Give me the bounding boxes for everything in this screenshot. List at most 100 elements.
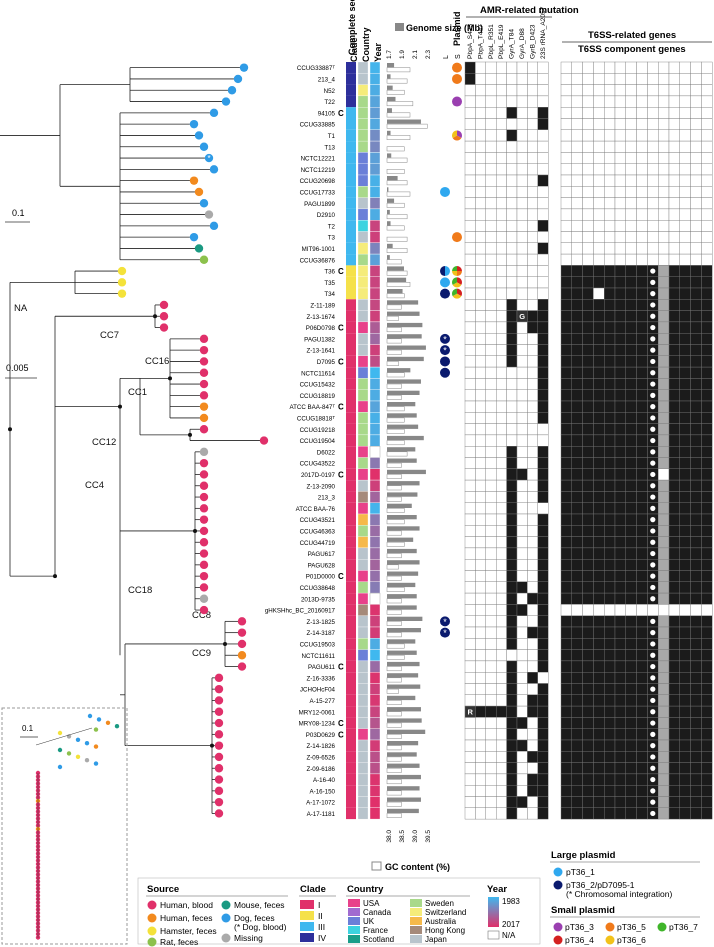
genome-size-bar [387,684,421,689]
t6ss-cell [571,513,583,526]
t6ss-cell [593,751,605,763]
gc-content-bar [386,440,405,446]
t6ss-cell [658,208,670,221]
country-cell [357,796,369,808]
country-cell [357,525,369,537]
t6ss-cell [658,649,670,662]
genome-size-bar [387,300,419,305]
country-cell [357,400,369,413]
t6ss-cell [701,502,713,515]
t6ss-cell [604,796,616,809]
t6ss-cell [701,152,713,164]
t6ss-cell [625,660,637,673]
genome-size-bar [387,594,417,599]
amr-cell [516,570,528,583]
amr-cell [537,762,549,775]
t6ss-cell [571,231,583,244]
t6ss-cell [690,785,702,797]
t6ss-cell [625,705,637,718]
legend-clade-label: III [318,922,325,932]
t6ss-cell [604,581,616,594]
amr-cell [506,525,518,537]
t6ss-cell [582,807,594,820]
amr-cell [485,525,497,537]
t6ss-cell [604,265,616,277]
header-plasmid-s: S [455,54,462,59]
t6ss-cell [593,649,605,662]
amr-cell [485,287,497,300]
clade-cell [346,457,356,469]
country-cell [357,672,369,684]
t6ss-dot [650,347,656,353]
amr-cell [506,513,518,526]
amr-cell [485,412,497,424]
t6ss-cell [690,265,702,277]
amr-cell [537,310,549,323]
t6ss-cell [614,536,627,549]
amr-cell [485,626,497,639]
clade-cell [346,197,356,209]
t6ss-cell [560,95,573,108]
gc-content-bar [386,564,399,570]
t6ss-cell [604,717,616,729]
t6ss-cell [571,785,583,797]
t6ss-cell [668,785,681,797]
t6ss-cell [668,378,681,390]
t6ss-cell [625,739,637,752]
amr-cell [506,536,518,549]
strain-label: 94105 [318,110,336,117]
genome-size-bar [387,356,424,362]
clade-label: CC4 [85,480,104,491]
amr-cell [516,400,528,413]
t6ss-cell [582,468,594,481]
tip-source-marker [214,775,224,784]
amr-cell [485,434,497,447]
t6ss-dot [650,765,656,771]
t6ss-dot [650,788,656,794]
t6ss-cell [658,412,670,424]
amr-cell [516,604,528,616]
t6ss-cell [690,672,702,684]
amr-cell [475,163,486,176]
amr-cell [485,186,497,198]
legend-source-swatch [147,926,157,936]
amr-cell [527,649,539,662]
tip-source-marker [199,470,209,479]
tree-node [188,432,192,437]
amr-cell [516,694,528,707]
t6ss-cell [560,525,573,537]
amr-cell [527,796,539,809]
amr-cell [506,276,518,289]
amr-cell [485,276,497,289]
amr-cell [464,95,476,108]
t6ss-cell [604,638,616,650]
t6ss-cell [625,265,637,277]
amr-cell [464,208,476,221]
t6ss-cell [658,84,670,97]
amr-cell [516,186,528,198]
tip-source-marker [214,764,224,773]
t6ss-cell [668,129,681,142]
amr-cell [527,276,539,289]
t6ss-cell [582,253,594,266]
legend-country-swatch [410,899,422,907]
t6ss-cell [625,502,637,515]
t6ss-cell [614,333,627,345]
t6ss-cell [668,61,681,74]
clade-cell [346,717,356,729]
gc-content-bar [386,609,402,615]
t6ss-cell [604,728,616,741]
t6ss-cell [658,333,670,345]
clade-cell [346,378,356,390]
amr-cell [464,219,476,232]
inset-tip [75,754,81,759]
country-cell [357,615,369,628]
t6ss-cell [701,615,713,628]
t6ss-cell [614,400,627,413]
amr-cell [464,434,476,447]
t6ss-cell [658,355,670,368]
amr-cell [506,705,518,718]
t6ss-cell [582,344,594,357]
amr-cell [506,762,518,775]
t6ss-cell [571,581,583,594]
